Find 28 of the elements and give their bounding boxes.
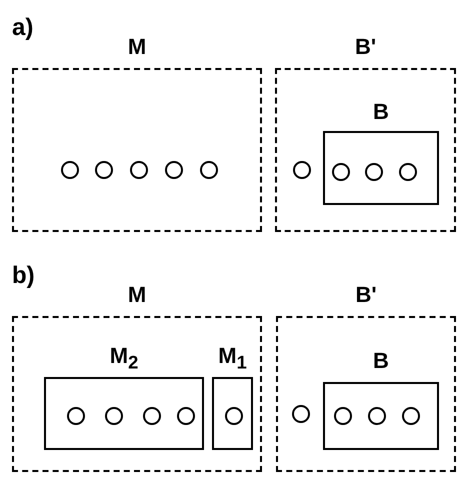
circle <box>200 161 218 179</box>
circle <box>368 407 386 425</box>
set-label: B' <box>355 282 377 308</box>
circle <box>61 161 79 179</box>
circle <box>332 163 350 181</box>
set-label: B <box>373 348 389 374</box>
set-label: M$_{2}$ <box>110 343 138 374</box>
circle <box>130 161 148 179</box>
circle <box>334 407 352 425</box>
circle <box>365 163 383 181</box>
circle <box>95 161 113 179</box>
set-label: B <box>373 99 389 125</box>
panel-label: a) <box>12 14 34 42</box>
circle <box>402 407 420 425</box>
set-label: B' <box>354 34 376 60</box>
circle <box>225 407 243 425</box>
circle <box>399 163 417 181</box>
circle <box>165 161 183 179</box>
panel-label: b) <box>12 262 35 290</box>
circle <box>177 407 195 425</box>
set-label: M$_{1}$ <box>218 343 247 374</box>
circle <box>105 407 123 425</box>
circle <box>143 407 161 425</box>
set-label: M <box>128 34 146 60</box>
circle <box>67 407 85 425</box>
set-label: M <box>128 282 146 308</box>
circle <box>292 405 310 423</box>
circle <box>293 161 311 179</box>
